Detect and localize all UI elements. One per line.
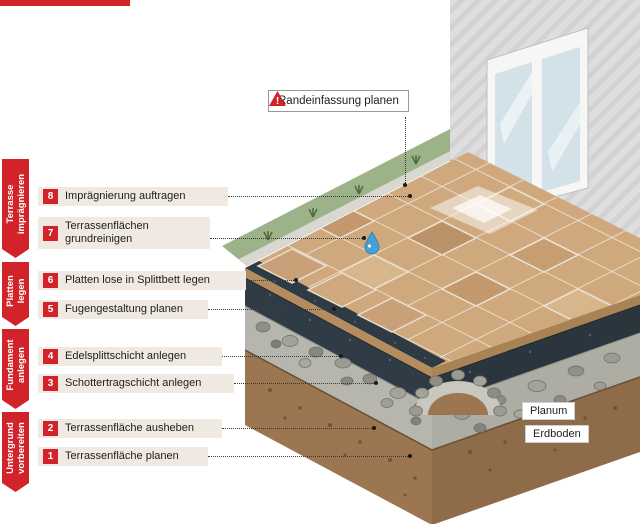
splitt-layer bbox=[245, 278, 432, 406]
phase-label: anlegen bbox=[15, 347, 27, 383]
step-label: Imprägnierung auftragen bbox=[65, 190, 186, 202]
curb-edge bbox=[239, 145, 470, 266]
step-row-8: 8 Imprägnierung auftragen bbox=[38, 187, 228, 206]
step-label: Terrassenfläche ausheben bbox=[65, 422, 195, 434]
grass-tufts bbox=[263, 155, 421, 241]
phase-label: Terrasse bbox=[4, 184, 16, 224]
water-droplet bbox=[364, 231, 380, 255]
leader-line-2 bbox=[222, 428, 376, 429]
leader-line-8 bbox=[228, 196, 412, 197]
window bbox=[486, 27, 589, 216]
svg-text:!: ! bbox=[276, 96, 279, 106]
step-row-5: 5 Fugengestaltung planen bbox=[38, 300, 208, 319]
leader-line-1 bbox=[208, 456, 412, 457]
phase-ribbon-platten-legen: Platten legen bbox=[2, 262, 29, 326]
step-row-2: 2 Terrassenfläche ausheben bbox=[38, 419, 222, 438]
step-number-badge: 4 bbox=[43, 349, 58, 364]
step-row-6: 6 Platten lose in Splittbett legen bbox=[38, 271, 246, 290]
step-number-badge: 8 bbox=[43, 189, 58, 204]
phase-label: vorbereiten bbox=[15, 422, 27, 474]
phase-ribbon-terrasse-impraegnieren: Terrasse imprägnieren bbox=[2, 159, 29, 258]
step-number-badge: 1 bbox=[43, 449, 58, 464]
step-row-7: 7 Terrassenflächen grundreinigen bbox=[38, 217, 210, 249]
erdboden-label: Erdboden bbox=[525, 425, 589, 443]
phase-ribbon-untergrund-vorbereiten: Untergrund vorbereiten bbox=[2, 412, 29, 492]
leader-dot-7 bbox=[362, 236, 366, 240]
splitt-speckles bbox=[268, 293, 592, 374]
step-label: Terrassenflächen grundreinigen bbox=[65, 220, 149, 245]
step-row-4: 4 Edelsplittschicht anlegen bbox=[38, 347, 222, 366]
step-label: Edelsplittschicht anlegen bbox=[65, 350, 187, 362]
leader-dot-1 bbox=[408, 454, 412, 458]
leader-dot-4 bbox=[339, 354, 343, 358]
planum-label: Planum bbox=[522, 402, 576, 420]
step-label: Fugengestaltung planen bbox=[65, 303, 184, 315]
step-row-3: 3 Schottertragschicht anlegen bbox=[38, 374, 234, 393]
callout-leader-line bbox=[405, 117, 406, 183]
step-label: Platten lose in Splittbett legen bbox=[65, 274, 210, 286]
phase-label: Fundament bbox=[4, 339, 16, 391]
phase-label: Platten bbox=[4, 274, 16, 307]
step-number-badge: 3 bbox=[43, 376, 58, 391]
loose-tiles bbox=[256, 248, 428, 333]
randeinfassung-callout: ! Randeinfassung planen bbox=[268, 90, 409, 112]
callout-label: Randeinfassung planen bbox=[278, 95, 399, 107]
tile-layer-edge bbox=[245, 268, 432, 378]
house-wall bbox=[449, 0, 640, 253]
step-label: Schottertragschicht anlegen bbox=[65, 377, 202, 389]
stone-arch-detail bbox=[409, 369, 507, 417]
top-red-strip bbox=[0, 0, 130, 6]
step-row-1: 1 Terrassenfläche planen bbox=[38, 447, 208, 466]
phase-label: legen bbox=[15, 278, 27, 304]
step-number-badge: 7 bbox=[43, 225, 58, 241]
leader-dot-3 bbox=[374, 381, 378, 385]
exposed-splitt-strip bbox=[245, 261, 446, 368]
leader-dot-6 bbox=[294, 278, 298, 282]
leader-line-6 bbox=[246, 280, 298, 281]
phase-label: imprägnieren bbox=[15, 173, 27, 234]
leader-dot-2 bbox=[372, 426, 376, 430]
step-number-badge: 2 bbox=[43, 421, 58, 436]
earth-layer bbox=[245, 350, 432, 524]
leader-dot-8 bbox=[408, 194, 412, 198]
callout-leader-dot bbox=[403, 183, 407, 187]
leader-dot-5 bbox=[332, 307, 336, 311]
leader-line-5 bbox=[208, 309, 336, 310]
leader-line-7 bbox=[210, 238, 366, 239]
phase-label: Untergrund bbox=[4, 422, 16, 474]
terrace-tile-surface bbox=[245, 152, 640, 368]
step-number-badge: 5 bbox=[43, 302, 58, 317]
grass-strip bbox=[222, 128, 470, 266]
leader-line-4 bbox=[222, 356, 343, 357]
step-number-badge: 6 bbox=[43, 273, 58, 288]
phase-ribbon-fundament-anlegen: Fundament anlegen bbox=[2, 329, 29, 409]
warning-triangle-icon: ! bbox=[269, 91, 286, 106]
leader-line-3 bbox=[234, 383, 378, 384]
step-label: Terrassenfläche planen bbox=[65, 450, 179, 462]
